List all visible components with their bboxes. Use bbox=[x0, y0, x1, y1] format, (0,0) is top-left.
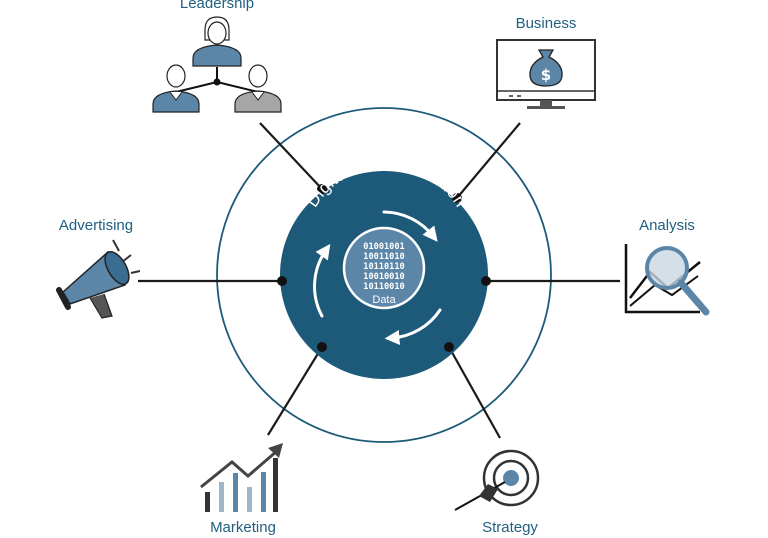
binary-line: 10011010 bbox=[363, 252, 404, 262]
label-strategy: Strategy bbox=[482, 519, 538, 536]
cycle-arrows-icon bbox=[313, 210, 442, 345]
dot-leadership bbox=[317, 184, 327, 194]
label-advertising: Advertising bbox=[59, 217, 133, 234]
binary-line: 10110110 bbox=[363, 262, 404, 272]
dot-business bbox=[452, 193, 462, 203]
connector-lines bbox=[138, 122, 620, 439]
chart-magnifier-icon bbox=[624, 244, 710, 316]
label-leadership: Leadership bbox=[180, 0, 254, 12]
dot-analysis bbox=[481, 276, 491, 286]
people-hierarchy-icon bbox=[152, 16, 282, 113]
connector-strategy bbox=[448, 346, 501, 439]
megaphone-icon bbox=[56, 239, 141, 319]
connector-business bbox=[456, 122, 521, 199]
svg-text:$: $ bbox=[541, 66, 551, 84]
outer-ring bbox=[216, 107, 552, 443]
data-label: Data bbox=[372, 294, 396, 306]
growth-bars-icon bbox=[200, 443, 283, 512]
binary-line: 01001001 bbox=[363, 242, 404, 252]
target-dart-icon bbox=[454, 449, 540, 511]
connector-marketing bbox=[267, 346, 323, 436]
monitor-money-bag-icon: $ bbox=[496, 39, 596, 109]
label-analysis: Analysis bbox=[639, 217, 695, 234]
binary-line: 10110010 bbox=[363, 282, 404, 292]
connector-dots bbox=[277, 184, 491, 352]
connector-leadership bbox=[259, 122, 323, 190]
binary-line: 10010010 bbox=[363, 272, 404, 282]
data-disc-icon: 01001001 10011010 10110110 10010010 1011… bbox=[342, 226, 426, 310]
dot-advertising bbox=[277, 276, 287, 286]
label-business: Business bbox=[516, 15, 577, 32]
dot-strategy bbox=[444, 342, 454, 352]
dot-marketing bbox=[317, 342, 327, 352]
label-marketing: Marketing bbox=[210, 519, 276, 536]
